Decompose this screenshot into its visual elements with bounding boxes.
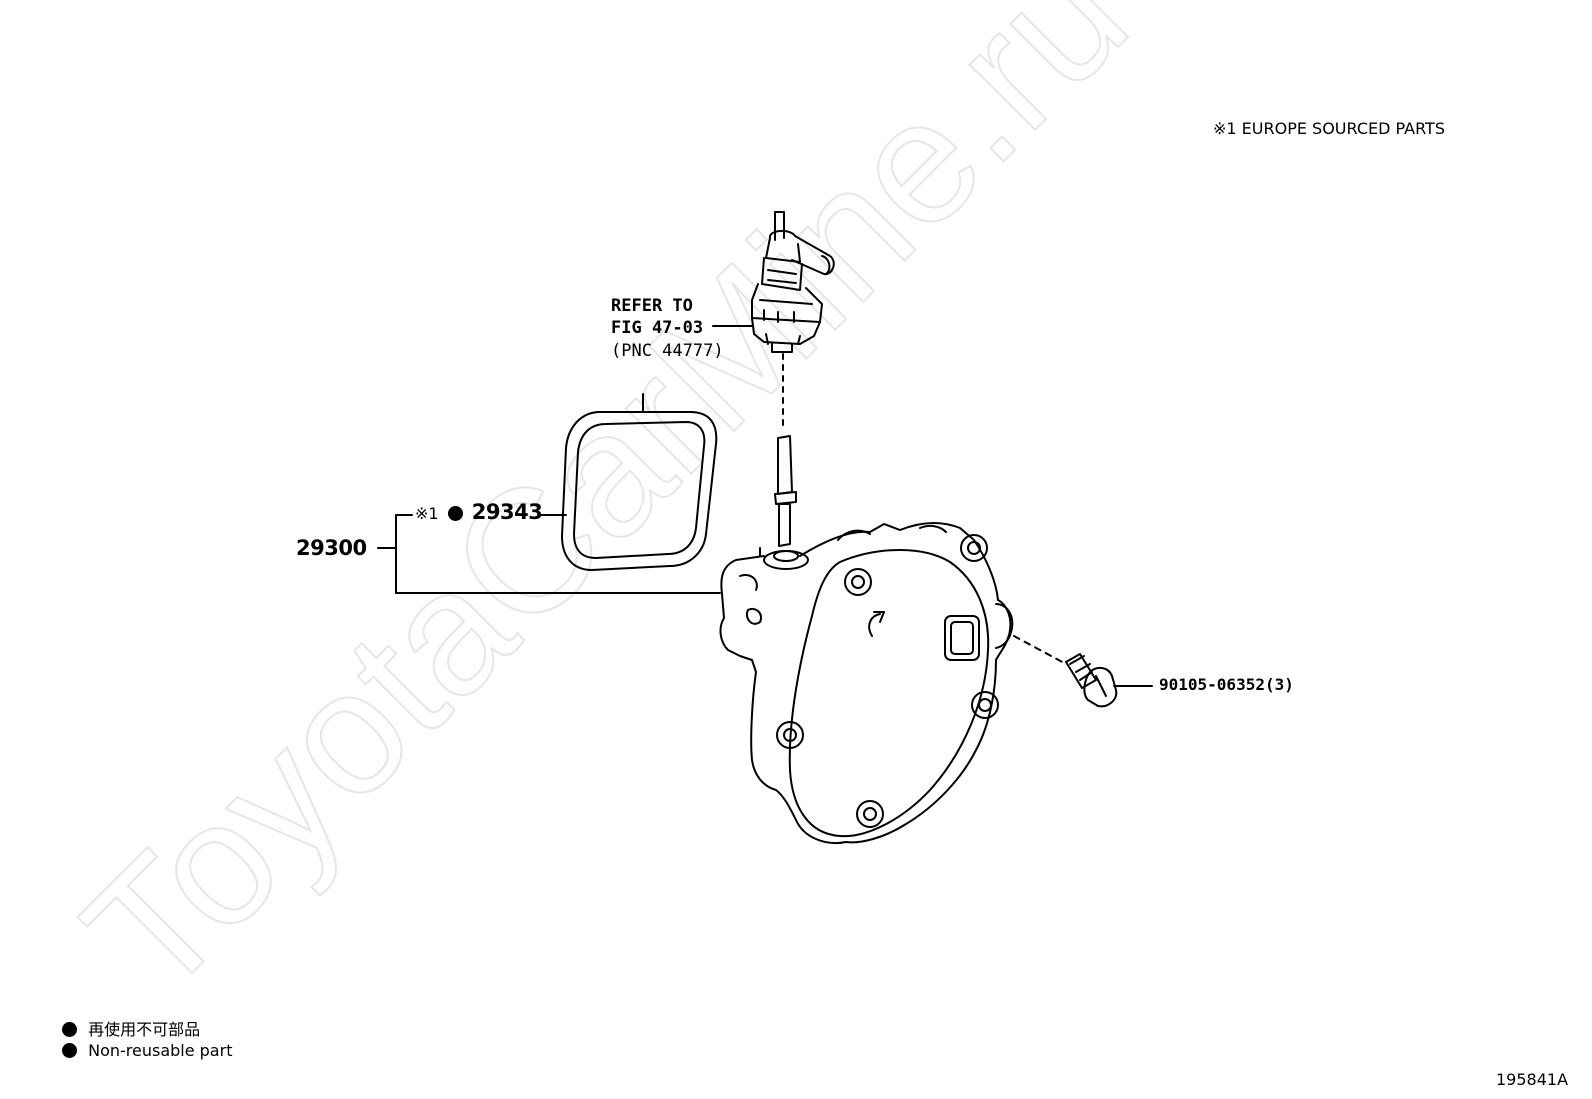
part-number-gasket: 29343 [471,500,543,524]
part-number-assembly: 29300 [296,536,367,560]
gasket-mark: ※1 [415,504,439,523]
non-reusable-dot-icon [62,1043,77,1058]
legend-jp-text: 再使用不可部品 [88,1020,201,1039]
bolt-drawing [1065,653,1118,708]
gasket-drawing [561,393,718,571]
gasket-label: ※1 29343 [415,500,543,524]
legend-en-text: Non-reusable part [88,1041,233,1060]
figure-id: 195841A [1496,1070,1569,1089]
footnote-europe-sourced: ※1 EUROPE SOURCED PARTS [1213,119,1445,138]
vacuum-pump-drawing [719,435,1014,844]
non-reusable-dot-icon [447,506,463,521]
part-number-bolt: 90105-06352(3) [1159,675,1294,694]
refer-to-label-line3: (PNC 44777) [611,341,724,361]
legend-jp: 再使用不可部品 [62,1016,200,1040]
refer-to-label-line1: REFER TO [611,296,693,316]
refer-to-label-line2: FIG 47-03 [611,318,704,338]
legend-en: Non-reusable part [62,1041,232,1060]
non-reusable-dot-icon [62,1022,77,1037]
vacuum-switch-drawing [751,211,835,353]
